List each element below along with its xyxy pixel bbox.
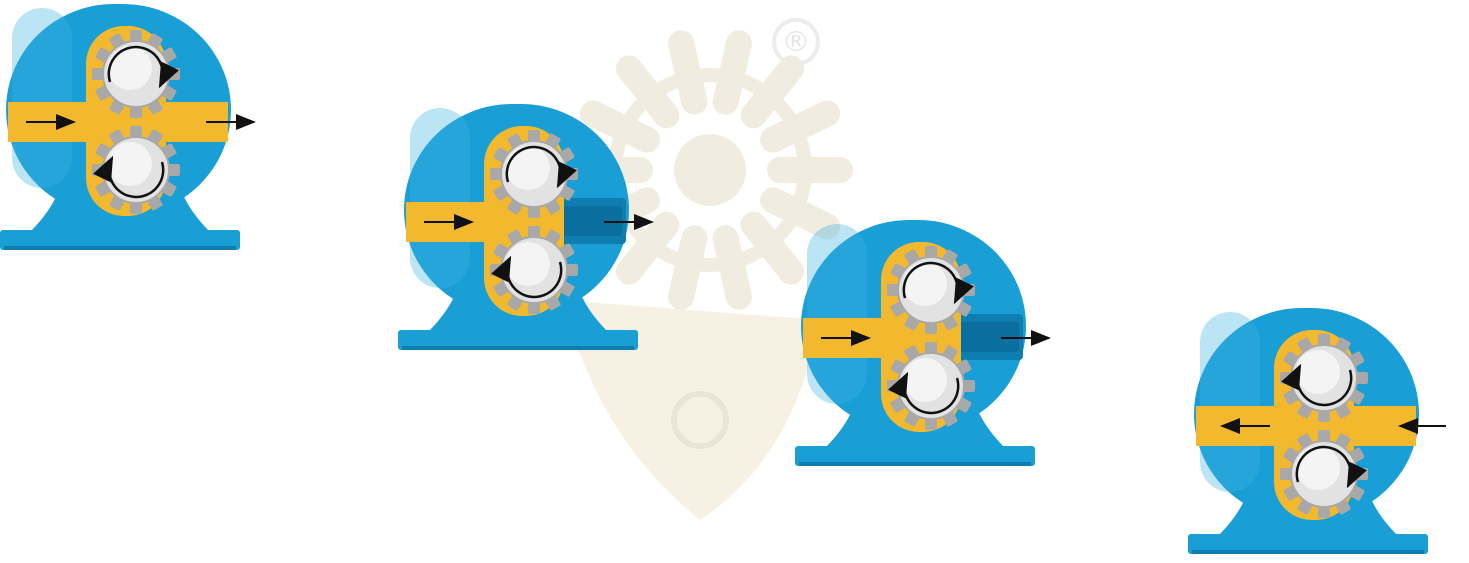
pump-casing-highlight	[807, 224, 867, 404]
gear-highlight	[108, 142, 152, 186]
gear-highlight	[108, 46, 152, 90]
gear-highlight	[903, 358, 947, 402]
gear-highlight	[903, 262, 947, 306]
pump-base-shadow	[1192, 550, 1424, 554]
gear-highlight	[1296, 350, 1340, 394]
pump-casing-highlight	[1200, 312, 1260, 492]
pump-base-shadow	[799, 462, 1031, 466]
pump-casing-highlight	[12, 8, 72, 188]
pump-base-shadow	[402, 346, 634, 350]
pump-base-shadow	[4, 246, 236, 250]
gear-highlight	[506, 242, 550, 286]
gear-highlight	[506, 146, 550, 190]
watermark-gear-hub	[674, 134, 746, 206]
pump-stage-4	[1188, 308, 1446, 554]
gear-highlight	[1296, 446, 1340, 490]
pump-stage-3	[795, 220, 1049, 466]
pump-stage-1	[0, 4, 254, 250]
pump-casing-highlight	[410, 108, 470, 288]
